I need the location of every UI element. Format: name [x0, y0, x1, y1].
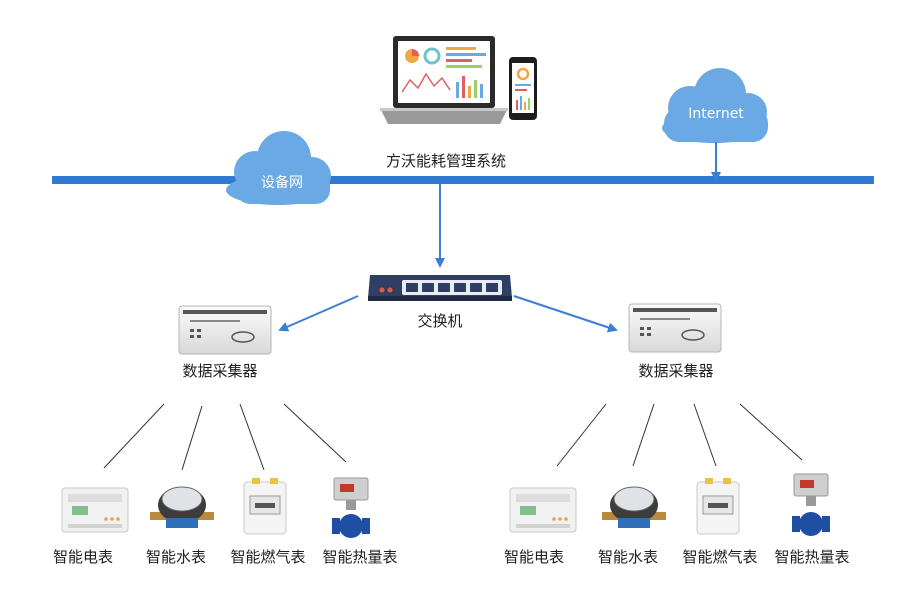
gas-meter-icon: [696, 478, 740, 535]
phone-icon: [509, 57, 537, 120]
meter-label: 智能电表: [503, 548, 565, 566]
meter-label: 智能燃气表: [230, 548, 306, 566]
internet-label: Internet: [688, 106, 744, 122]
collector-meter-line: [556, 403, 607, 467]
device-network-label: 设备网: [261, 175, 303, 191]
switch-label: 交换机: [417, 312, 463, 330]
meter-label: 智能热量表: [774, 548, 850, 566]
collector-meter-line: [181, 405, 203, 471]
system-label: 方沃能耗管理系统: [385, 152, 507, 170]
meter-label: 智能水表: [145, 548, 207, 566]
collector-meter-line: [693, 403, 717, 467]
internet-cloud-icon: [662, 68, 768, 143]
water-meter-icon: [602, 486, 666, 528]
collector-meter-line: [739, 403, 803, 461]
switch-to-left-collector-arrow: [278, 295, 359, 332]
data-collector-icon: [178, 305, 272, 355]
electric-meter-icon: [509, 487, 577, 533]
switch-icon: [368, 275, 512, 301]
collector-meter-line: [283, 403, 347, 463]
gas-meter-icon: [243, 478, 287, 535]
network-bus: [52, 176, 874, 184]
collector-label: 数据采集器: [182, 362, 258, 380]
laptop-icon: [380, 36, 508, 124]
collector-meter-line: [239, 403, 265, 471]
meter-label: 智能热量表: [322, 548, 398, 566]
collector-meter-line: [103, 403, 165, 469]
heat-meter-icon: [792, 473, 830, 536]
collector-meter-line: [632, 403, 655, 467]
meter-label: 智能燃气表: [682, 548, 758, 566]
meter-label: 智能电表: [52, 548, 114, 566]
device-network-cloud-icon: [226, 131, 331, 205]
water-meter-icon: [150, 486, 214, 528]
meter-label: 智能水表: [597, 548, 659, 566]
collector-label: 数据采集器: [638, 362, 714, 380]
switch-to-right-collector-arrow: [513, 295, 618, 333]
heat-meter-icon: [332, 477, 370, 538]
data-collector-icon: [628, 303, 722, 353]
electric-meter-icon: [61, 487, 129, 533]
